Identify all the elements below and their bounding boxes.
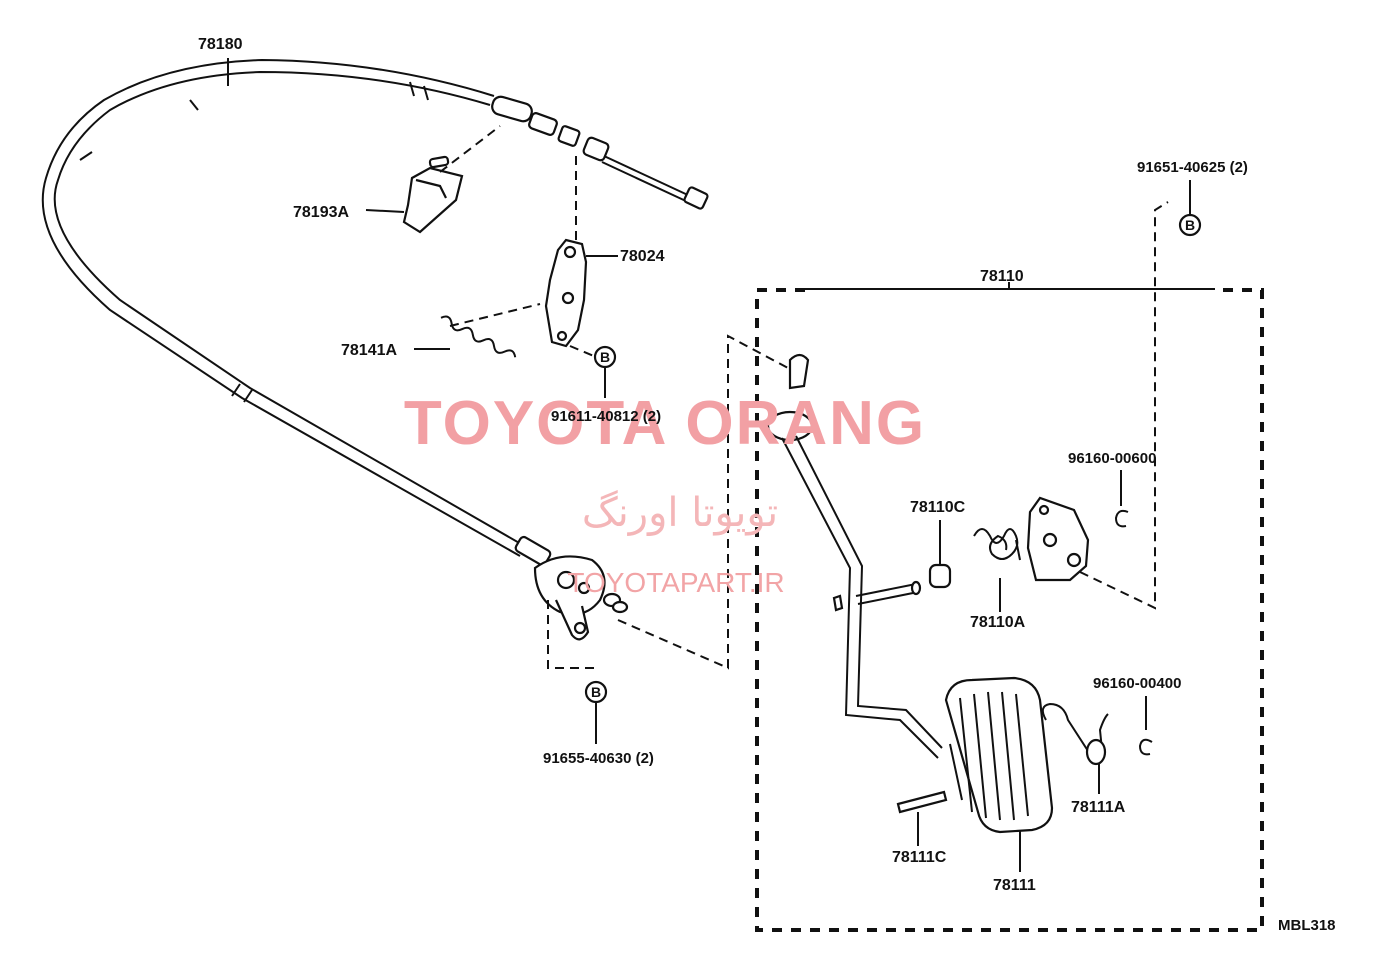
part-78111-pedal-pad [944,676,1054,872]
bolt-marker-b-3-text: B [1185,217,1195,233]
part-96160-00400-clip [1138,696,1153,756]
label-78111A: 78111A [1071,799,1126,816]
bolt-marker-b-2-text: B [591,684,601,700]
label-96160-00400: 96160-00400 [1093,675,1181,692]
watermark: TOYOTA ORANG تویوتا اورنگ TOYOTAPART.IR [404,389,926,598]
part-96160-00600-clip [1114,470,1129,528]
label-78193A: 78193A [293,204,349,221]
label-78110C: 78110C [910,499,966,516]
label-91651-40625: 91651-40625 (2) [1137,159,1248,176]
label-78111: 78111 [993,877,1036,894]
pedal-arm [766,353,943,759]
cable-lower-bracket [514,535,629,669]
part-labels: 78180 78193A 78024 78141A 91611-40812 (2… [198,36,1336,934]
pedal-assembly-box [755,282,1264,932]
part-78024-bracket [544,156,618,348]
label-78024: 78024 [620,248,665,265]
label-96160-00600: 96160-00600 [1068,450,1156,467]
part-78110C-bushing [928,520,952,589]
bolt-markers: B B B [569,180,1202,744]
part-78193A-clip [365,125,501,234]
part-78111C-pin [896,790,948,846]
label-78110A: 78110A [970,614,1026,631]
part-78141A-spring [414,303,541,358]
part-78110A-spring [973,528,1021,612]
connection-dashed-lines [617,201,1169,670]
diagram-ref-code: MBL318 [1278,917,1336,934]
label-91655-40630: 91655-40630 (2) [543,750,654,767]
bolt-marker-b-1-text: B [600,349,610,365]
part-78111A-spring [1041,702,1109,794]
watermark-url: TOYOTAPART.IR [567,567,784,598]
label-78110: 78110 [980,268,1024,285]
accelerator-cable [41,58,709,557]
label-78141A: 78141A [341,342,397,359]
watermark-persian: تویوتا اورنگ [582,490,778,536]
label-78180: 78180 [198,36,243,53]
label-91611-40812: 91611-40812 (2) [551,408,661,425]
watermark-title: TOYOTA ORANG [404,389,926,458]
pedal-bracket [1026,496,1090,582]
label-78111C: 78111C [892,849,947,866]
